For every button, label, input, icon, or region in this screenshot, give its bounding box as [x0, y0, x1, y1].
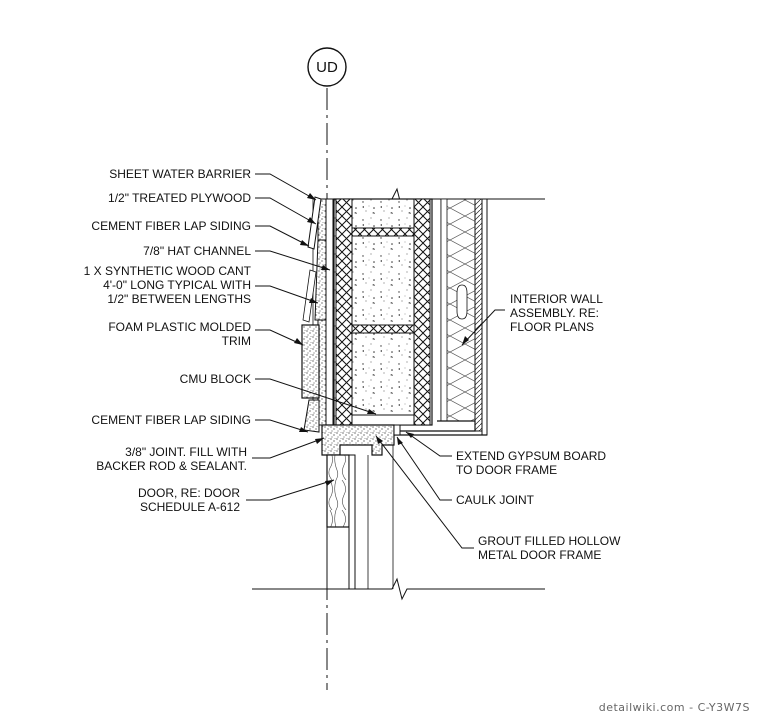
- label-cement-fiber-siding-bottom: CEMENT FIBER LAP SIDING: [91, 413, 251, 427]
- exterior-cladding: [301, 196, 334, 433]
- label-treated-plywood: 1/2" TREATED PLYWOOD: [108, 191, 251, 205]
- label-door-line1: DOOR, RE: DOOR: [138, 486, 240, 500]
- label-interior-wall-line3: FLOOR PLANS: [510, 320, 594, 334]
- cmu-wall: [333, 198, 433, 426]
- label-interior-wall-line1: INTERIOR WALL: [510, 292, 603, 306]
- section-tag: UD: [307, 47, 347, 87]
- arrowheads-right: [376, 336, 469, 445]
- interior-wall-assembly: [394, 198, 488, 436]
- door-leaf: [326, 445, 394, 590]
- arrowheads-left: [294, 193, 376, 486]
- door-frame: [321, 424, 401, 456]
- watermark-text: detailwiki.com - C-Y3W7S: [599, 701, 750, 714]
- label-foam-plastic-trim-line2: TRIM: [222, 334, 251, 348]
- leaders-right: [375, 309, 505, 549]
- label-cement-fiber-siding-top: CEMENT FIBER LAP SIDING: [91, 219, 251, 233]
- label-foam-plastic-trim-line1: FOAM PLASTIC MOLDED: [108, 320, 251, 334]
- label-cmu-block: CMU BLOCK: [180, 372, 251, 386]
- label-interior-wall-line2: ASSEMBLY. RE:: [510, 306, 599, 320]
- labels-right: INTERIOR WALL ASSEMBLY. RE: FLOOR PLANS …: [456, 292, 621, 562]
- label-hat-channel: 7/8" HAT CHANNEL: [143, 244, 251, 258]
- label-synthetic-wood-cant-line3: 1/2" BETWEEN LENGTHS: [107, 292, 251, 306]
- leaders-left: [246, 173, 377, 501]
- labels-left: SHEET WATER BARRIER 1/2" TREATED PLYWOOD…: [84, 167, 252, 514]
- label-extend-gypsum-line1: EXTEND GYPSUM BOARD: [456, 449, 606, 463]
- label-joint-fill-line1: 3/8" JOINT. FILL WITH: [125, 445, 247, 459]
- label-synthetic-wood-cant-line1: 1 X SYNTHETIC WOOD CANT: [84, 264, 252, 278]
- label-synthetic-wood-cant-line2: 4'-0" LONG TYPICAL WITH: [103, 278, 251, 292]
- label-joint-fill-line2: BACKER ROD & SEALANT.: [96, 459, 247, 473]
- label-grout-frame-line1: GROUT FILLED HOLLOW: [478, 534, 621, 548]
- bottom-break-line: [252, 577, 545, 601]
- label-extend-gypsum-line2: TO DOOR FRAME: [456, 463, 557, 477]
- label-caulk-joint: CAULK JOINT: [456, 493, 535, 507]
- label-grout-frame-line2: METAL DOOR FRAME: [478, 548, 601, 562]
- label-door-line2: SCHEDULE A-612: [140, 500, 240, 514]
- section-tag-text: UD: [316, 59, 338, 76]
- label-sheet-water-barrier: SHEET WATER BARRIER: [109, 167, 251, 181]
